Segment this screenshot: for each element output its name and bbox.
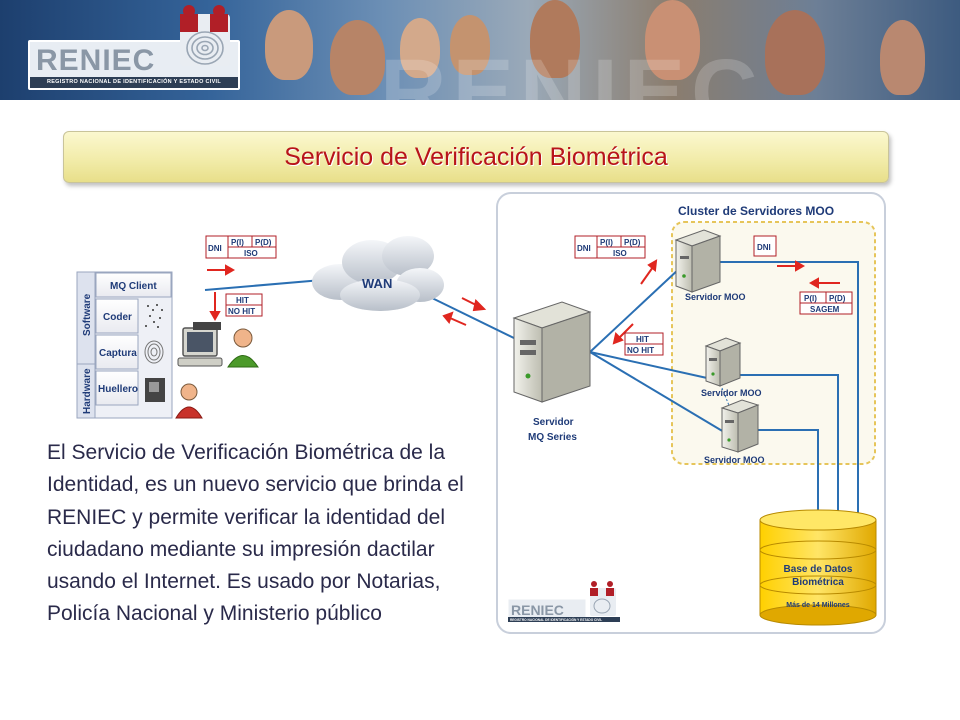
stack-item-coder: Coder	[103, 312, 132, 323]
logo-name: RENIEC	[36, 44, 156, 77]
description-text: El Servicio de Verificación Biométrica d…	[47, 441, 464, 626]
stack-item-captura: Captura	[99, 348, 137, 359]
request-iso: ISO	[244, 249, 258, 258]
mq-request-iso: ISO	[613, 249, 627, 258]
mq-server-label-1: Servidor	[533, 417, 574, 428]
user-red-icon	[175, 383, 203, 419]
mq-server-label-2: MQ Series	[528, 432, 577, 443]
slide-title: Servicio de Verificación Biométrica	[284, 142, 668, 171]
moo-server-1-label: Servidor MOO	[685, 292, 746, 302]
cluster-dni: DNI	[757, 243, 771, 252]
fingerprint-reader-icon	[145, 378, 165, 402]
reniec-logo: RENIEC REGISTRO NACIONAL DE IDENTIFICACI…	[28, 40, 240, 90]
banner-watermark: RENIEC	[380, 41, 764, 100]
footer-logo: RENIEC REGISTRO NACIONAL DE IDENTIFICACI…	[507, 581, 620, 622]
fingerprint-icon	[144, 340, 164, 364]
coded-dots-icon	[145, 304, 163, 328]
database-icon	[759, 509, 877, 626]
moo3-db-link	[758, 429, 819, 520]
mq-request-pi: P(I)	[600, 238, 613, 247]
footer-logo-subtitle: REGISTRO NACIONAL DE IDENTIFICACIÓN Y ES…	[510, 617, 602, 622]
wan-cloud-icon	[312, 236, 444, 311]
sagem-pi: P(I)	[804, 294, 817, 303]
reniec-emblem-icon	[180, 5, 230, 66]
footer-logo-name: RENIEC	[511, 602, 564, 618]
person-photo	[530, 0, 580, 78]
mq-server-icon	[512, 301, 592, 403]
moo-server-2-label: Servidor MOO	[701, 388, 762, 398]
stack-item-mq-client: MQ Client	[110, 281, 157, 292]
moo-server-3-label: Servidor MOO	[704, 455, 765, 465]
moo-server-1-icon	[674, 229, 722, 293]
mq-response-no-hit: NO HIT	[627, 346, 654, 355]
client-computer-icon	[177, 322, 223, 367]
sagem-pd: P(D)	[829, 294, 846, 303]
person-photo	[265, 10, 313, 80]
wan-mq-link	[431, 297, 519, 341]
response-no-hit: NO HIT	[228, 307, 255, 316]
software-label: Software	[82, 293, 93, 336]
sagem-packet: P(I) P(D) SAGEM	[799, 291, 853, 315]
cluster-title: Cluster de Servidores MOO	[678, 204, 834, 218]
logo-subtitle: REGISTRO NACIONAL DE IDENTIFICACIÓN Y ES…	[30, 77, 238, 88]
cluster-dni-packet: DNI	[753, 235, 777, 257]
moo1-db-link	[718, 261, 859, 520]
title-bar: Servicio de Verificación Biométrica	[63, 131, 889, 183]
stack-item-huellero: Huellero	[98, 384, 138, 395]
response-hit: HIT	[236, 296, 249, 305]
client-wan-link	[204, 279, 323, 291]
mq-moo3-link	[589, 351, 725, 433]
moo-dotted-link	[721, 387, 731, 409]
person-photo	[330, 20, 385, 95]
person-photo	[765, 10, 825, 95]
architecture-diagram: Cluster de Servidores MOO Software Hardw…	[0, 190, 960, 640]
user-green-icon	[227, 328, 259, 368]
hardware-label: Hardware	[82, 368, 93, 414]
request-dni: DNI	[208, 244, 222, 253]
person-photo	[400, 18, 440, 78]
request-packet: DNI P(I) P(D) ISO	[205, 235, 277, 259]
person-photo	[880, 20, 925, 95]
database-capacity: Más de 14 Millones	[786, 602, 850, 609]
database-title-1: Base de Datos	[784, 564, 853, 575]
mq-request-dni: DNI	[577, 244, 591, 253]
header-banner: RENIEC RENIEC REGISTRO NACIONAL DE IDENT…	[0, 0, 960, 100]
mq-response-hit: HIT	[636, 335, 649, 344]
person-photo	[645, 0, 700, 80]
client-stack: Software Hardware MQ Client Coder Captur…	[76, 271, 173, 419]
response-packet: HIT NO HIT	[225, 293, 263, 317]
moo2-db-link	[740, 374, 839, 520]
person-photo	[450, 15, 490, 75]
request-pi: P(I)	[231, 238, 244, 247]
sagem-label: SAGEM	[810, 305, 840, 314]
request-pd: P(D)	[255, 238, 272, 247]
mq-moo1-link	[589, 267, 681, 353]
moo-server-2-icon	[704, 337, 742, 387]
diagram-svg: Cluster de Servidores MOO Software Hardw…	[76, 192, 886, 634]
mq-request-packet: DNI P(I) P(D) ISO	[574, 235, 646, 259]
moo-server-3-icon	[720, 399, 760, 453]
mq-moo2-link	[589, 351, 708, 379]
database-title-2: Biométrica	[792, 577, 844, 588]
mq-response-packet: HIT NO HIT	[624, 332, 664, 356]
wan-label: WAN	[362, 276, 392, 291]
mq-request-pd: P(D)	[624, 238, 641, 247]
